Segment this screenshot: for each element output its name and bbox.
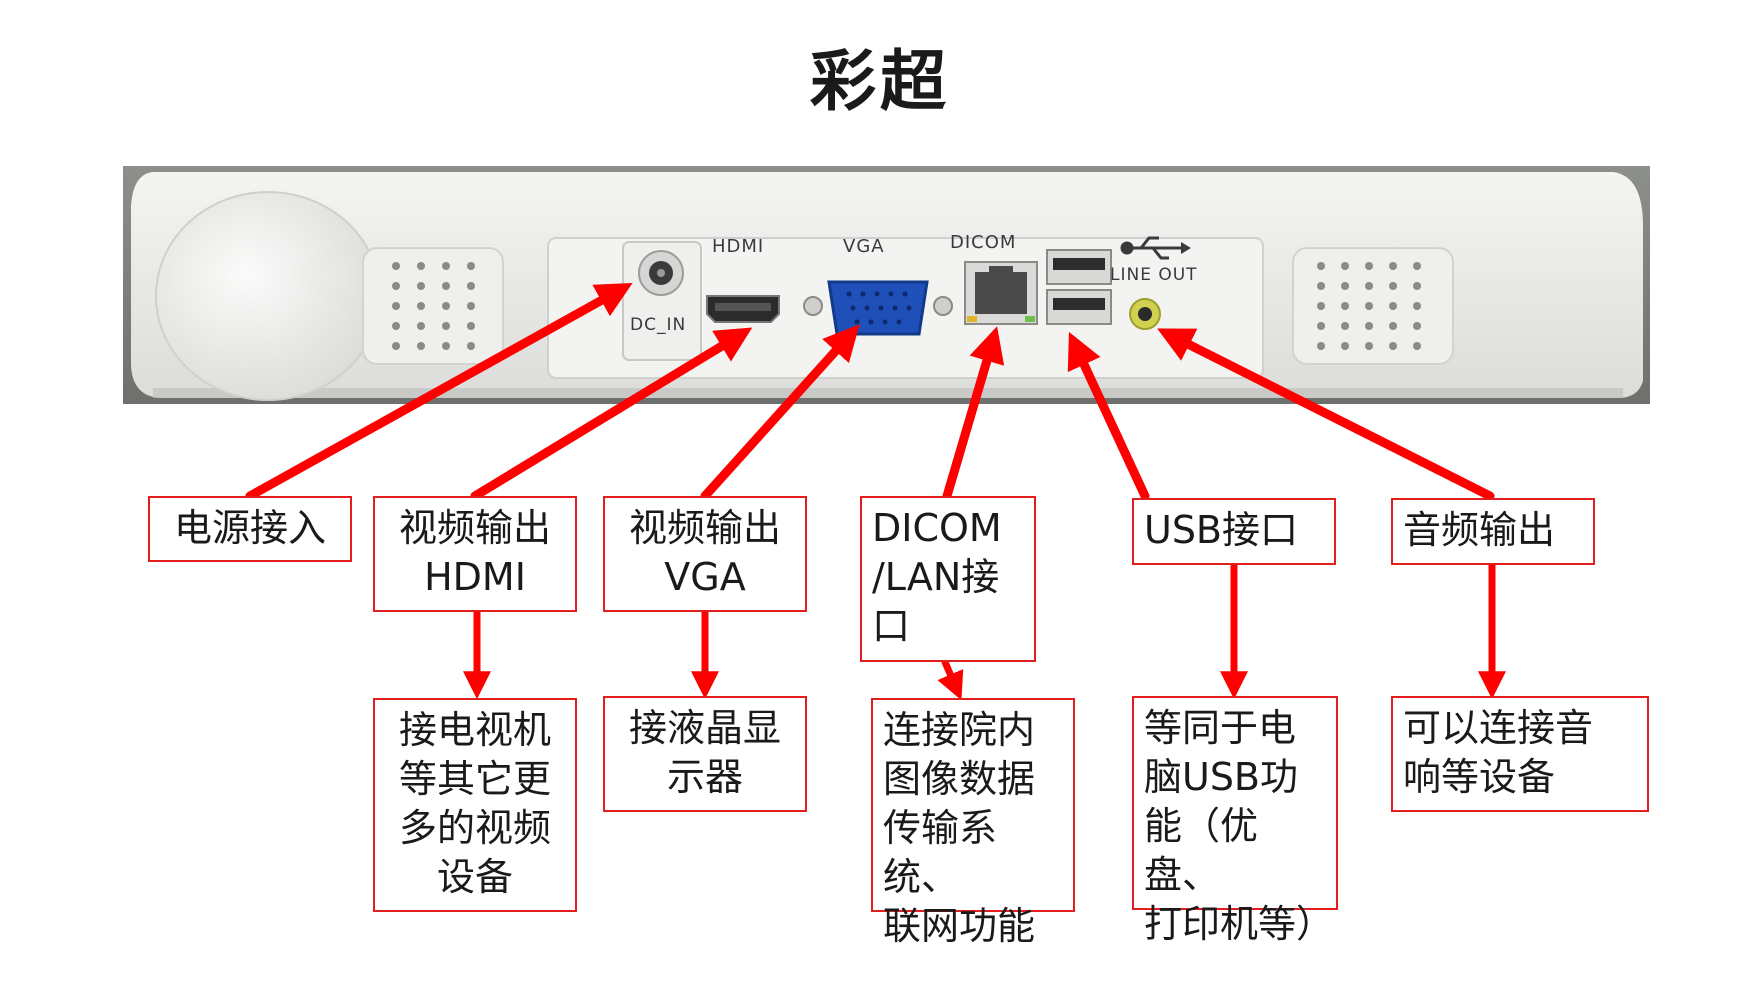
arrow-dicom-desc: [937, 658, 964, 701]
vga-port-text: VGA: [843, 236, 885, 257]
hdmi-port-text: HDMI: [712, 236, 765, 257]
desc-hdmi: 接电视机 等其它更 多的视频 设备: [373, 698, 577, 912]
label-dicom: DICOM /LAN接 口: [860, 496, 1036, 662]
hinge-knob: [155, 191, 381, 401]
dc-power-jack-icon: [638, 250, 684, 296]
ethernet-port-icon: [964, 261, 1038, 325]
line-out-port-text: LINE OUT: [1110, 265, 1198, 285]
dc-in-port-text: DC_IN: [630, 315, 687, 335]
vga-port-icon: [803, 280, 953, 336]
desc-audio: 可以连接音 响等设备: [1391, 696, 1649, 812]
label-audio: 音频输出: [1391, 498, 1595, 565]
label-hdmi: 视频输出 HDMI: [373, 496, 577, 612]
audio-jack-icon: [1129, 298, 1161, 330]
dicom-port-text: DICOM: [950, 232, 1017, 253]
desc-usb: 等同于电 脑USB功 能（优盘、 打印机等）: [1132, 696, 1338, 946]
desc-vga: 接液晶显 示器: [603, 696, 807, 812]
usb-port-icon: [1046, 249, 1112, 325]
page-title: 彩超: [810, 43, 950, 120]
usb-icon: [1120, 236, 1191, 260]
left-speaker-grille: [362, 247, 504, 365]
device-rear-panel: [123, 166, 1650, 404]
label-vga: 视频输出 VGA: [603, 496, 807, 612]
label-usb: USB接口: [1132, 498, 1336, 565]
label-power: 电源接入: [148, 496, 352, 562]
desc-dicom: 连接院内 图像数据 传输系统、 联网功能: [871, 698, 1075, 948]
hdmi-port-icon: [706, 295, 780, 323]
